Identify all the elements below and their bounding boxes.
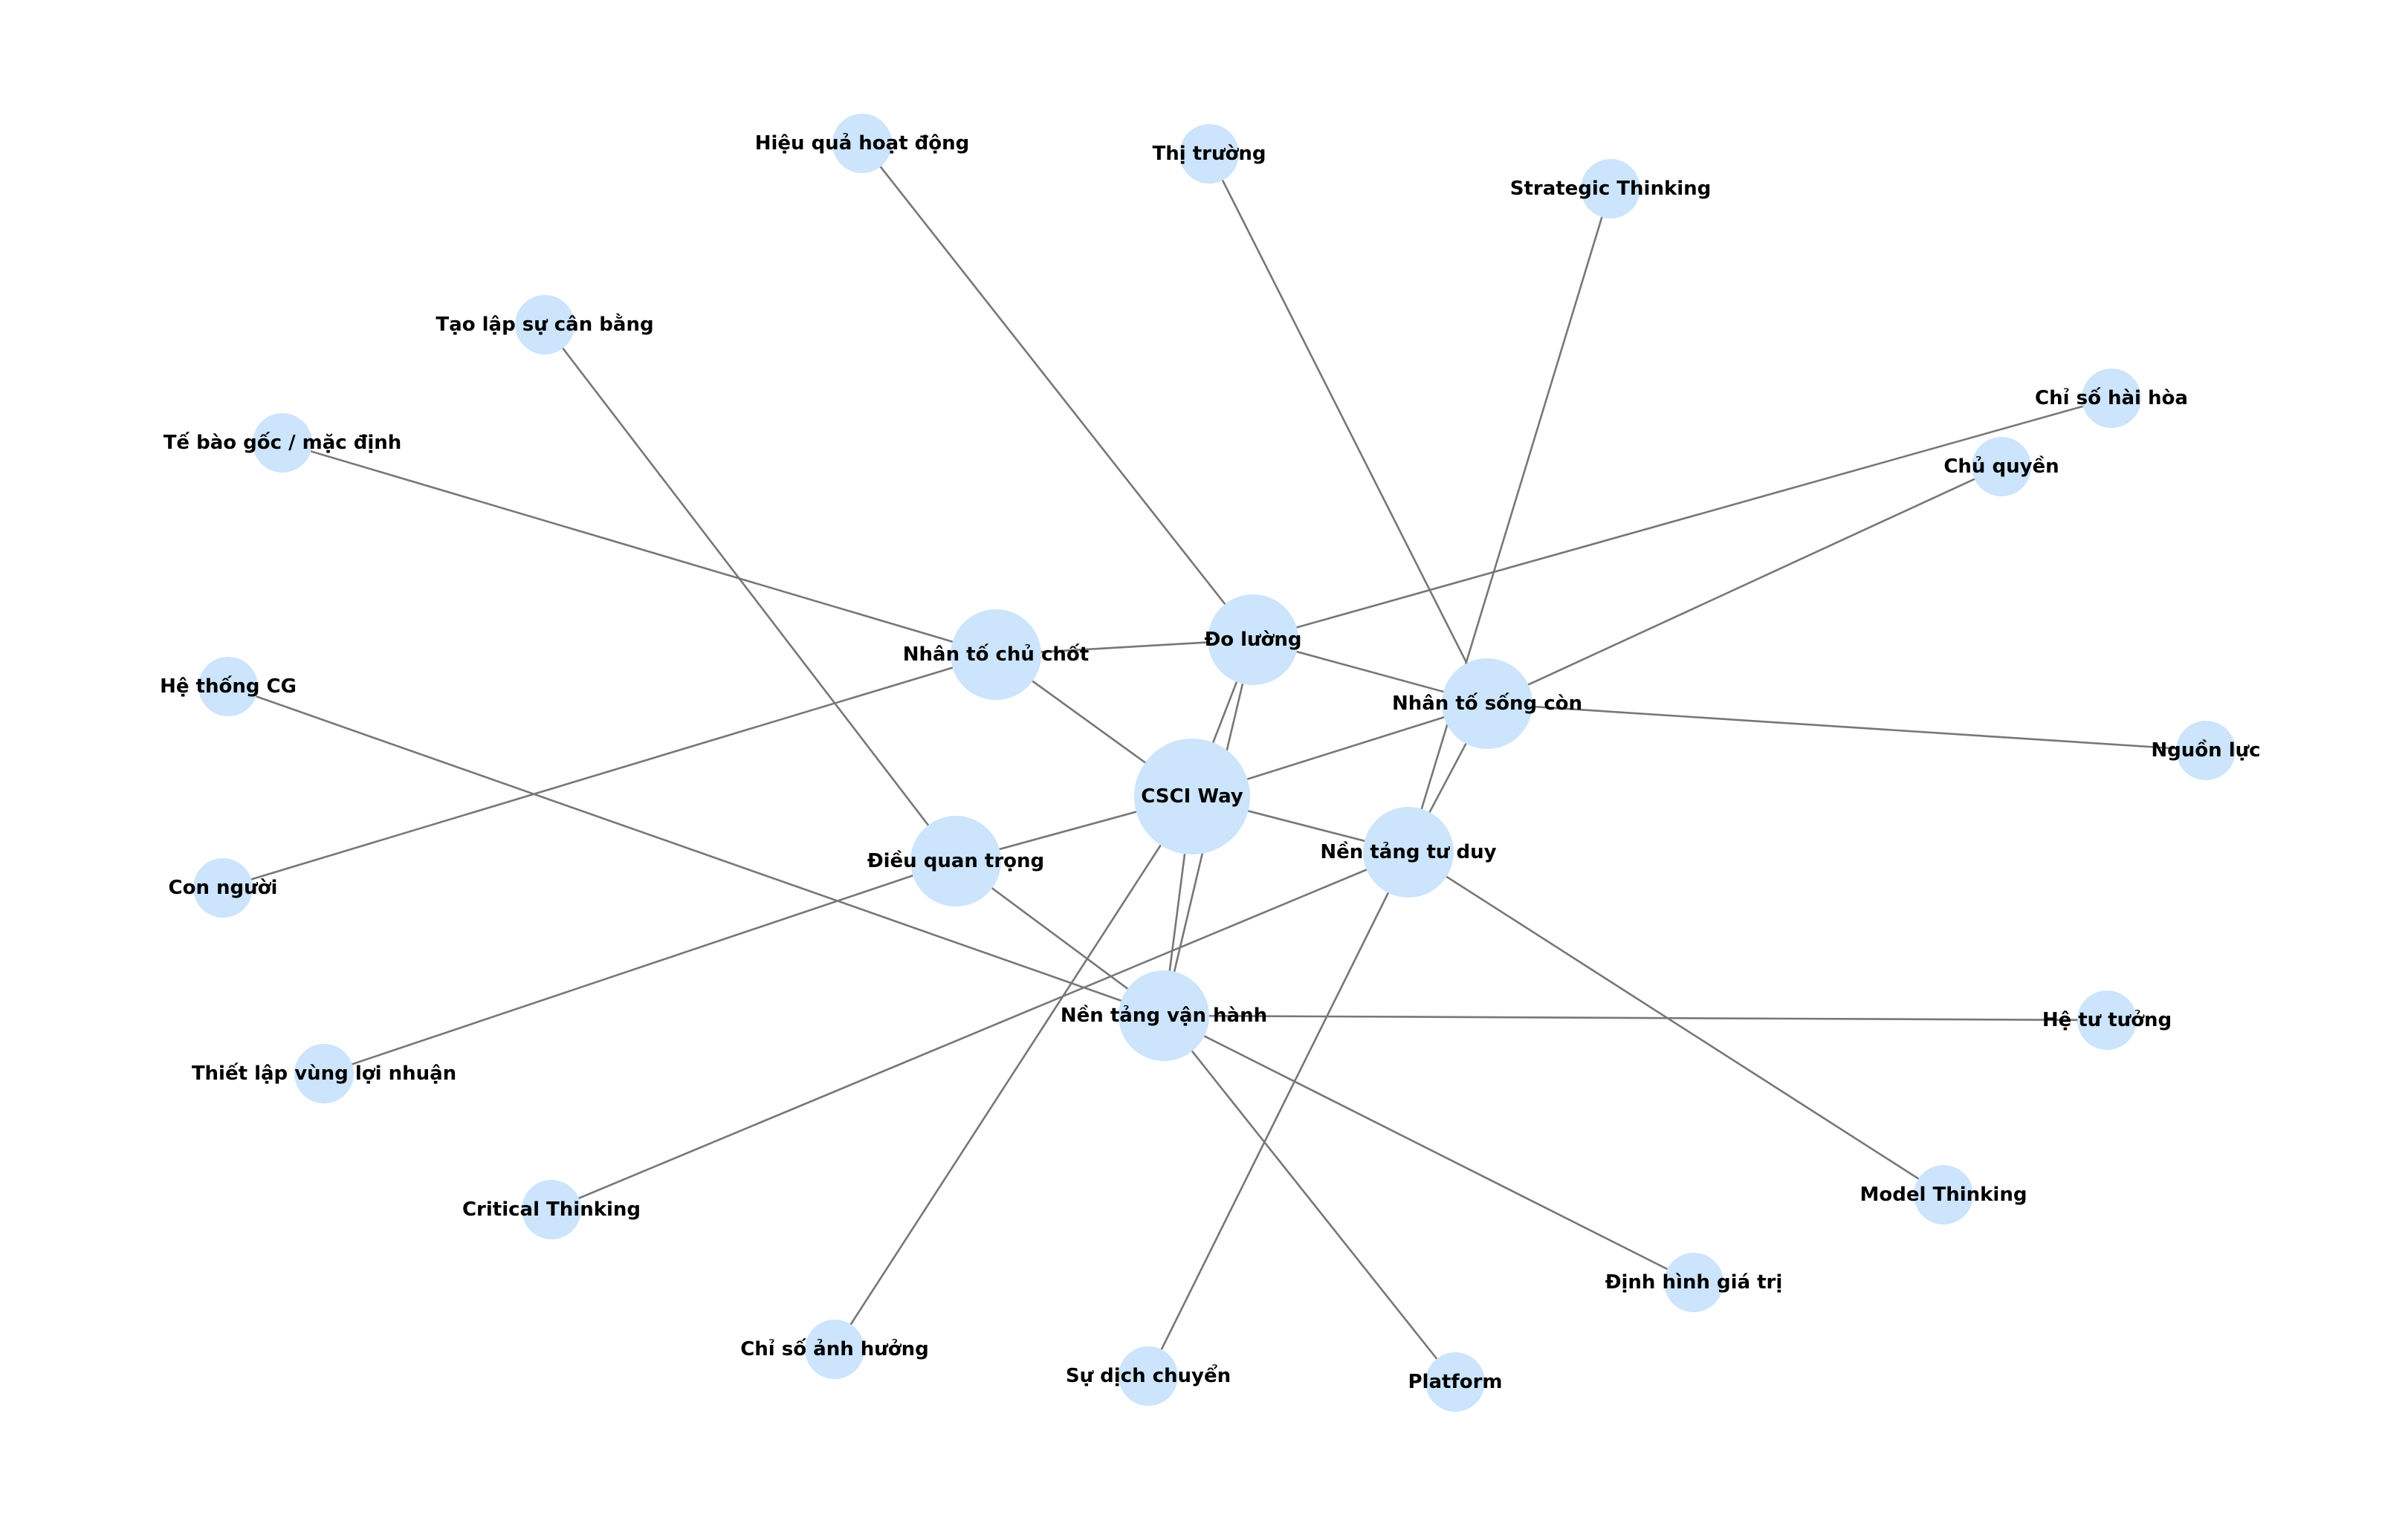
node-label-he_tu_tuong: Hệ tư tưởng [2042,1008,2172,1031]
node-te_bao_goc: Tế bào gốc / mặc định [164,413,402,473]
node-label-nen_tang_tu_duy: Nền tảng tư duy [1320,840,1496,863]
node-label-su_dich_chuyen: Sự dịch chuyển [1066,1363,1231,1387]
node-circle-nen_tang_van_hanh [1119,970,1209,1061]
node-label-hieu_qua: Hiệu quả hoạt động [755,132,970,155]
node-label-nhan_to_chu_chot: Nhân tố chủ chốt [903,643,1089,666]
node-he_tu_tuong: Hệ tư tưởng [2042,990,2172,1050]
node-hieu_qua: Hiệu quả hoạt động [755,114,970,173]
node-circle-chu_quyen [1972,437,2031,496]
edge-nen_tang_tu_duy-model_thinking [1408,851,1944,1196]
node-circle-chi_so_anh_huong [805,1320,864,1379]
node-label-chi_so_anh_huong: Chỉ số ảnh hưởng [740,1337,929,1360]
node-do_luong: Đo lường [1204,594,1302,685]
node-thiet_lap: Thiết lập vùng lợi nhuận [192,1044,456,1103]
node-label-nen_tang_van_hanh: Nền tảng vận hành [1061,1004,1267,1027]
node-circle-critical_thinking [522,1180,581,1239]
node-nguon_luc: Nguồn lực [2151,721,2261,780]
node-nen_tang_tu_duy: Nền tảng tư duy [1320,807,1497,898]
edge-nen_tang_tu_duy-su_dich_chuyen [1147,851,1410,1377]
node-circle-nhan_to_chu_chot [951,609,1041,700]
node-label-con_nguoi: Con người [169,877,278,899]
node-dinh_hinh: Định hình giá trị [1605,1253,1783,1312]
edge-nen_tang_van_hanh-he_tu_tuong [1163,1014,2108,1022]
edge-do_luong-chi_so_hai_hoa [1252,397,2112,641]
edge-nen_tang_van_hanh-he_thong_cg [227,685,1165,1017]
node-label-model_thinking: Model Thinking [1860,1184,2027,1206]
node-label-chu_quyen: Chủ quyền [1943,455,2059,478]
node-label-critical_thinking: Critical Thinking [462,1198,641,1221]
node-circle-dinh_hinh [1664,1253,1724,1312]
node-circle-thiet_lap [294,1044,354,1103]
node-circle-platform [1425,1352,1485,1412]
node-strategic: Strategic Thinking [1510,159,1712,218]
node-circle-tao_lap [515,295,575,354]
edge-nen_tang_van_hanh-dinh_hinh [1163,1014,1695,1284]
node-circle-do_luong [1208,594,1298,685]
node-circle-thi_truong [1179,124,1239,184]
node-label-te_bao_goc: Tế bào gốc / mặc định [164,431,402,454]
node-model_thinking: Model Thinking [1860,1165,2027,1224]
node-platform: Platform [1408,1352,1503,1412]
edge-dieu_quan_trong-thiet_lap [323,860,957,1075]
node-label-nguon_luc: Nguồn lực [2151,739,2260,762]
edge-nhan_to_song_con-nguon_luc [1486,702,2207,752]
node-label-thiet_lap: Thiết lập vùng lợi nhuận [192,1062,456,1085]
edge-do_luong-hieu_qua [861,143,1255,640]
node-chi_so_anh_huong: Chỉ số ảnh hưởng [740,1320,929,1379]
node-circle-te_bao_goc [253,413,312,473]
node-label-chi_so_hai_hoa: Chỉ số hài hòa [2035,386,2188,409]
edge-nen_tang_tu_duy-critical_thinking [551,851,1409,1211]
node-critical_thinking: Critical Thinking [462,1180,641,1239]
node-circle-csci [1134,739,1250,854]
node-thi_truong: Thị trường [1153,124,1266,184]
node-circle-he_thong_cg [198,657,258,716]
node-dieu_quan_trong: Điều quan trọng [867,816,1044,906]
node-chi_so_hai_hoa: Chỉ số hài hòa [2035,369,2188,428]
node-circle-strategic [1581,159,1640,218]
node-su_dich_chuyen: Sự dịch chuyển [1066,1346,1231,1406]
edge-nhan_to_chu_chot-te_bao_goc [282,441,997,656]
node-circle-nguon_luc [2176,721,2236,780]
node-label-strategic: Strategic Thinking [1510,178,1712,200]
edge-nhan_to_song_con-chu_quyen [1486,465,2002,705]
node-csci: CSCI Way [1134,739,1250,854]
node-nhan_to_song_con: Nhân tố sống còn [1392,658,1582,749]
edge-dieu_quan_trong-tao_lap [543,324,957,862]
node-label-dinh_hinh: Định hình giá trị [1605,1271,1783,1294]
edge-nen_tang_van_hanh-platform [1162,1015,1457,1383]
node-label-tao_lap: Tạo lập sự cân bằng [436,312,653,336]
node-he_thong_cg: Hệ thống CG [160,657,297,716]
node-con_nguoi: Con người [169,858,278,918]
edge-nhan_to_chu_chot-con_nguoi [222,653,997,889]
edge-nen_tang_tu_duy-strategic [1407,188,1612,853]
node-circle-su_dich_chuyen [1119,1346,1178,1406]
node-circle-hieu_qua [832,114,892,173]
node-circle-chi_so_hai_hoa [2082,369,2141,428]
node-label-csci: CSCI Way [1141,785,1243,808]
node-circle-he_tu_tuong [2077,990,2137,1050]
node-label-nhan_to_song_con: Nhân tố sống còn [1392,692,1582,715]
node-circle-model_thinking [1914,1165,1973,1224]
node-nhan_to_chu_chot: Nhân tố chủ chốt [903,609,1089,700]
node-circle-nhan_to_song_con [1442,658,1532,749]
node-label-platform: Platform [1408,1371,1502,1393]
node-label-dieu_quan_trong: Điều quan trọng [867,849,1044,872]
node-label-he_thong_cg: Hệ thống CG [160,675,297,698]
node-label-thi_truong: Thị trường [1153,143,1266,165]
node-circle-con_nguoi [193,858,253,918]
node-label-do_luong: Đo lường [1204,629,1301,651]
node-circle-dieu_quan_trong [910,816,1001,906]
edge-nhan_to_song_con-thi_truong [1208,153,1489,704]
node-nen_tang_van_hanh: Nền tảng vận hành [1061,970,1267,1061]
node-circle-nen_tang_tu_duy [1363,807,1454,898]
node-tao_lap: Tạo lập sự cân bằng [436,295,654,354]
node-chu_quyen: Chủ quyền [1943,437,2059,496]
edge-csci-chi_so_anh_huong [833,796,1194,1350]
